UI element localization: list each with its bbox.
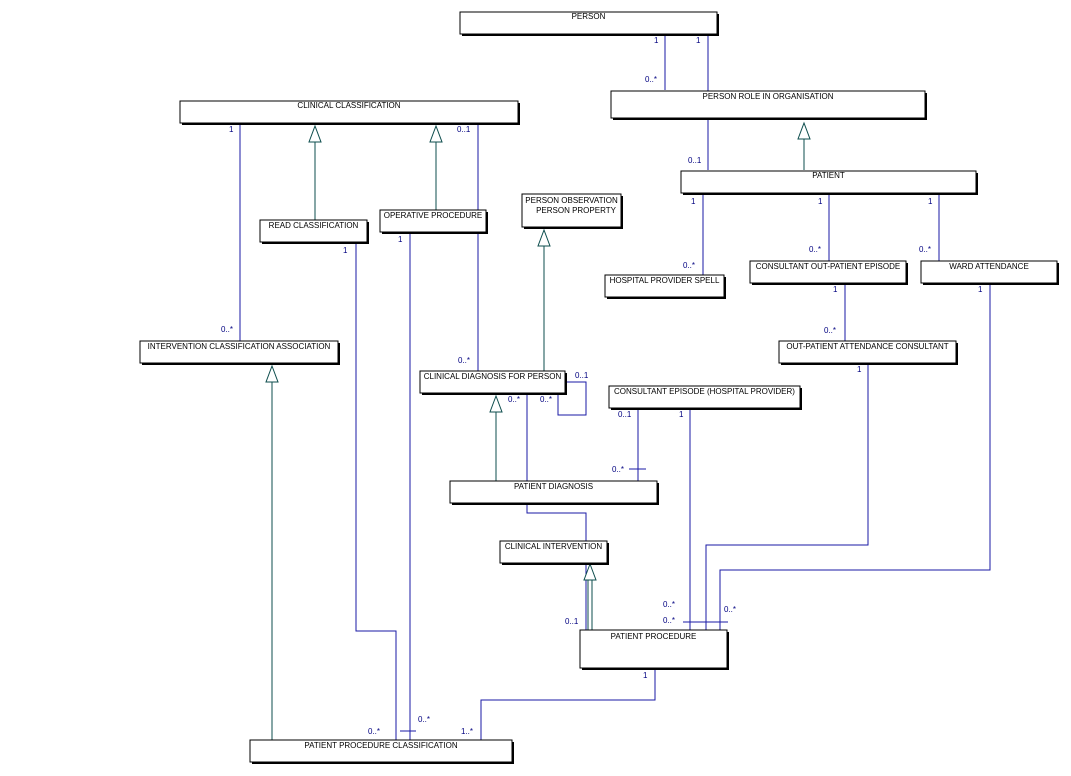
entity-hospital-provider-spell[interactable]: HOSPITAL PROVIDER SPELL [604,274,726,299]
entity-name: PATIENT [812,171,845,180]
entity-operative-procedure[interactable]: OPERATIVE PROCEDURE [379,209,488,234]
multiplicity-label: 0..1 [457,125,471,134]
multiplicity-label: 0..* [612,465,624,474]
rel-opac-pp [705,363,869,630]
entity-name: OUT-PATIENT ATTENDANCE CONSULTANT [786,342,948,351]
multiplicity-label: 0..* [683,261,695,270]
multiplicity-label: 0..* [824,326,836,335]
multiplicity-label: 0..* [663,616,675,625]
multiplicity-label: 0..* [809,245,821,254]
multiplicity-label: 1 [654,36,659,45]
entity-patient-diagnosis[interactable]: PATIENT DIAGNOSIS [449,480,659,505]
entity-clinical-intervention[interactable]: CLINICAL INTERVENTION [499,540,609,565]
entity-name: CONSULTANT EPISODE (HOSPITAL PROVIDER) [614,387,795,396]
multiplicity-label: 0..* [508,395,520,404]
entity-name: CLINICAL INTERVENTION [505,542,603,551]
rel-cdp-pp [526,392,587,630]
entity-name: READ CLASSIFICATION [269,221,359,230]
multiplicity-label: 1 [818,197,823,206]
multiplicity-label: 1..* [461,727,473,736]
entity-name-line-2: PERSON PROPERTY [536,206,617,215]
generalisation-lines [265,121,811,740]
entity-read-classification[interactable]: READ CLASSIFICATION [259,219,369,244]
multiplicity-label: 1 [978,285,983,294]
gen-arrow-obs [537,228,551,247]
multiplicity-label: 0..* [540,395,552,404]
gen-arrow-clinclass-b [429,124,443,143]
relationship-lines [239,35,991,740]
rel-read-ppc [355,243,397,740]
rel-ward-pp [719,283,991,630]
gen-arrow-role [797,121,811,140]
multiplicity-label: 1 [343,246,348,255]
rel-cdp-self [557,381,587,416]
multiplicity-label: 1 [398,235,403,244]
entity-clinical-classification[interactable]: CLINICAL CLASSIFICATION [179,100,520,125]
entity-clinical-diagnosis-for-person[interactable]: CLINICAL DIAGNOSIS FOR PERSON [419,370,567,395]
multiplicity-label: 1 [928,197,933,206]
entity-consultant-out-patient-episode[interactable]: CONSULTANT OUT-PATIENT EPISODE [749,260,908,285]
multiplicity-label: 1 [833,285,838,294]
multiplicity-label: 0..* [919,245,931,254]
entity-name: CLINICAL DIAGNOSIS FOR PERSON [424,372,562,381]
entity-name: PATIENT PROCEDURE CLASSIFICATION [304,741,457,750]
rel-pp-ppc [480,669,656,740]
entity-person[interactable]: PERSON [459,11,719,36]
multiplicity-label: 0..* [221,325,233,334]
multiplicity-label: 1 [679,410,684,419]
multiplicity-label: 0..1 [565,617,579,626]
multiplicity-label: 0..1 [618,410,632,419]
entity-person-observation[interactable]: PERSON OBSERVATION PERSON PROPERTY [521,193,623,229]
entity-name: INTERVENTION CLASSIFICATION ASSOCIATION [148,342,331,351]
entity-patient-procedure[interactable]: PATIENT PROCEDURE [579,629,729,670]
gen-arrow-cdp [489,394,503,413]
multiplicity-label: 0..1 [688,156,702,165]
entity-name: CLINICAL CLASSIFICATION [297,101,400,110]
entity-name: PATIENT PROCEDURE [611,632,697,641]
multiplicity-label: 1 [691,197,696,206]
multiplicity-label: 0..* [645,75,657,84]
multiplicity-label: 0..1 [575,371,589,380]
multiplicity-label: 1 [643,671,648,680]
multiplicity-label: 0..* [458,356,470,365]
entity-consultant-episode-hospital-provider[interactable]: CONSULTANT EPISODE (HOSPITAL PROVIDER) [608,385,802,410]
multiplicity-label: 0..* [418,715,430,724]
entity-patient[interactable]: PATIENT [680,170,978,195]
entity-name: WARD ATTENDANCE [949,262,1029,271]
gen-arrow-ica [265,364,279,383]
entity-name: PERSON ROLE IN ORGANISATION [703,92,834,101]
entity-ward-attendance[interactable]: WARD ATTENDANCE [920,260,1059,285]
gen-arrow-ci [583,562,597,581]
entity-intervention-classification-association[interactable]: INTERVENTION CLASSIFICATION ASSOCIATION [139,340,340,365]
multiplicity-label: 0..* [663,600,675,609]
multiplicity-labels: 1 1 0..* 0..1 1 0..1 1 1 1 1 1 0..* 0..*… [221,36,983,736]
entity-name: PATIENT DIAGNOSIS [514,482,593,491]
multiplicity-label: 1 [696,36,701,45]
entity-name: HOSPITAL PROVIDER SPELL [610,276,720,285]
entity-name: CONSULTANT OUT-PATIENT EPISODE [756,262,900,271]
entity-person-role-in-organisation[interactable]: PERSON ROLE IN ORGANISATION [610,90,927,120]
entity-patient-procedure-classification[interactable]: PATIENT PROCEDURE CLASSIFICATION [249,739,514,764]
multiplicity-label: 1 [857,365,862,374]
multiplicity-label: 0..* [724,605,736,614]
gen-arrow-clinclass-a [308,124,322,143]
entity-out-patient-attendance-consultant[interactable]: OUT-PATIENT ATTENDANCE CONSULTANT [778,340,958,365]
entity-name: PERSON [572,12,606,21]
entity-name: PERSON OBSERVATION [525,196,618,205]
multiplicity-label: 0..* [368,727,380,736]
multiplicity-label: 1 [229,125,234,134]
entity-name: OPERATIVE PROCEDURE [384,211,483,220]
